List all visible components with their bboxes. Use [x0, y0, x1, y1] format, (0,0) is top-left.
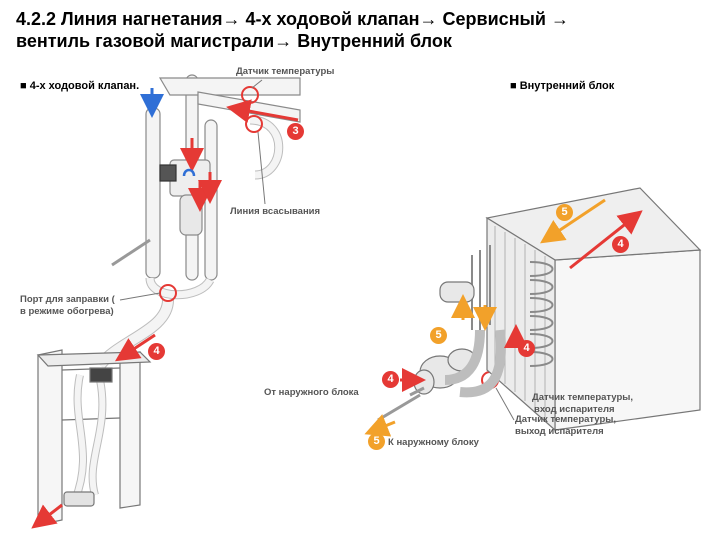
label-evap-inlet-line-2: вход испарителя	[534, 404, 615, 415]
label-to-outdoor: К наружному блоку	[388, 437, 479, 448]
four-way-valve-assembly	[95, 74, 301, 370]
label-charge-port-line-2: в режиме обогрева)	[20, 306, 114, 317]
label-suction-line: Линия всасывания	[230, 206, 321, 217]
temp-sensor-circle	[241, 86, 259, 104]
flow-arrows-right	[364, 198, 643, 437]
title-line-1: 4.2.2 Линия нагнетания→ 4-х ходовой клап…	[16, 9, 569, 29]
section-four-way-valve: ■ 4-х ходовой клапан.	[20, 80, 140, 92]
label-evap-inlet-sensor: Датчик температуры, вход испарителя	[532, 392, 633, 416]
title-line-2: вентиль газовой магистрали→ Внутренний б…	[16, 31, 452, 51]
label-temp-sensor: Датчик температуры	[236, 66, 335, 77]
badge-step-4-top: 4	[612, 236, 629, 253]
badge-step-3: 3	[287, 123, 304, 140]
label-charge-port-line-1: Порт для заправки (	[20, 294, 115, 305]
label-charge-port: Порт для заправки ( в режиме обогрева)	[20, 294, 115, 318]
label-evap-outlet-line-2: выход испарителя	[515, 426, 604, 437]
badge-step-5-mid: 5	[430, 327, 447, 344]
label-from-outdoor: От наружного блока	[264, 387, 359, 398]
label-evap-outlet-sensor: Датчик температуры, выход испарителя	[515, 414, 616, 438]
label-evap-outlet-line-1: Датчик температуры,	[515, 414, 617, 425]
leader-lines	[119, 79, 541, 421]
badge-step-4-left: 4	[148, 343, 165, 360]
section-indoor-unit: ■ Внутренний блок	[510, 80, 615, 92]
badge-step-4-inlet: 4	[382, 371, 399, 388]
flow-arrows-left	[31, 88, 299, 529]
service-valve-frame	[36, 349, 152, 526]
badge-step-5-outlet: 5	[368, 433, 385, 450]
badge-step-4-mid: 4	[518, 340, 535, 357]
badge-step-5-top: 5	[556, 204, 573, 221]
indoor-unit	[377, 187, 702, 432]
suction-circle	[245, 115, 263, 133]
page-title: 4.2.2 Линия нагнетания→ 4-х ходовой клап…	[16, 8, 569, 52]
label-evap-inlet-line-1: Датчик температуры,	[532, 392, 634, 403]
